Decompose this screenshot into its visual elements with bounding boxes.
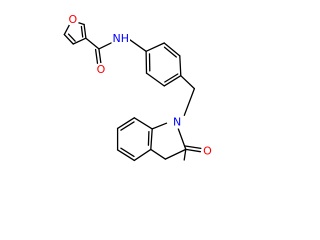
carbonyl-oxygen-label: O [97, 63, 106, 76]
bond [94, 48, 99, 65]
lactam-oxygen-label: O [203, 144, 212, 157]
bond [98, 48, 102, 65]
bond [164, 73, 179, 83]
bond [120, 121, 135, 131]
bond [163, 42, 181, 57]
structure-svg: O O NH N O [63, 13, 214, 162]
bond [150, 128, 153, 151]
bond [145, 42, 165, 52]
lactam-oxygen-atom: O [201, 144, 214, 158]
bond [184, 145, 202, 150]
furan-oxygen-label: O [68, 13, 77, 26]
amide-nh-label: NH [113, 32, 130, 45]
ring-nitrogen-label: N [173, 116, 181, 129]
bond [72, 37, 87, 45]
bond [98, 41, 115, 50]
bonds [63, 21, 202, 162]
bond [183, 87, 196, 116]
ring-nitrogen-atom: N [170, 115, 184, 129]
bond [133, 148, 152, 162]
bond [147, 130, 150, 146]
bond [185, 148, 202, 153]
bond [151, 122, 168, 130]
bond [133, 117, 153, 130]
bond [116, 117, 135, 130]
bond [163, 46, 177, 58]
molecule-diagram: O O NH N O [63, 13, 214, 162]
bond [127, 38, 147, 52]
bond [120, 147, 135, 158]
bond [116, 149, 135, 162]
furan-oxygen-atom: O [66, 13, 80, 26]
bond [83, 23, 87, 39]
amide-nitrogen-atom: NH [111, 32, 130, 45]
bond [63, 24, 71, 36]
atom-labels: O O NH N O [66, 13, 214, 158]
bond [183, 148, 187, 161]
bond [150, 148, 166, 160]
bond [67, 33, 76, 42]
bond [63, 33, 74, 45]
bond [180, 75, 196, 90]
bond [179, 55, 182, 77]
carbonyl-oxygen-atom: O [94, 63, 108, 76]
bond [85, 37, 100, 50]
bond [145, 72, 165, 87]
bond [163, 75, 182, 87]
bond [164, 148, 187, 160]
bond [80, 25, 84, 38]
